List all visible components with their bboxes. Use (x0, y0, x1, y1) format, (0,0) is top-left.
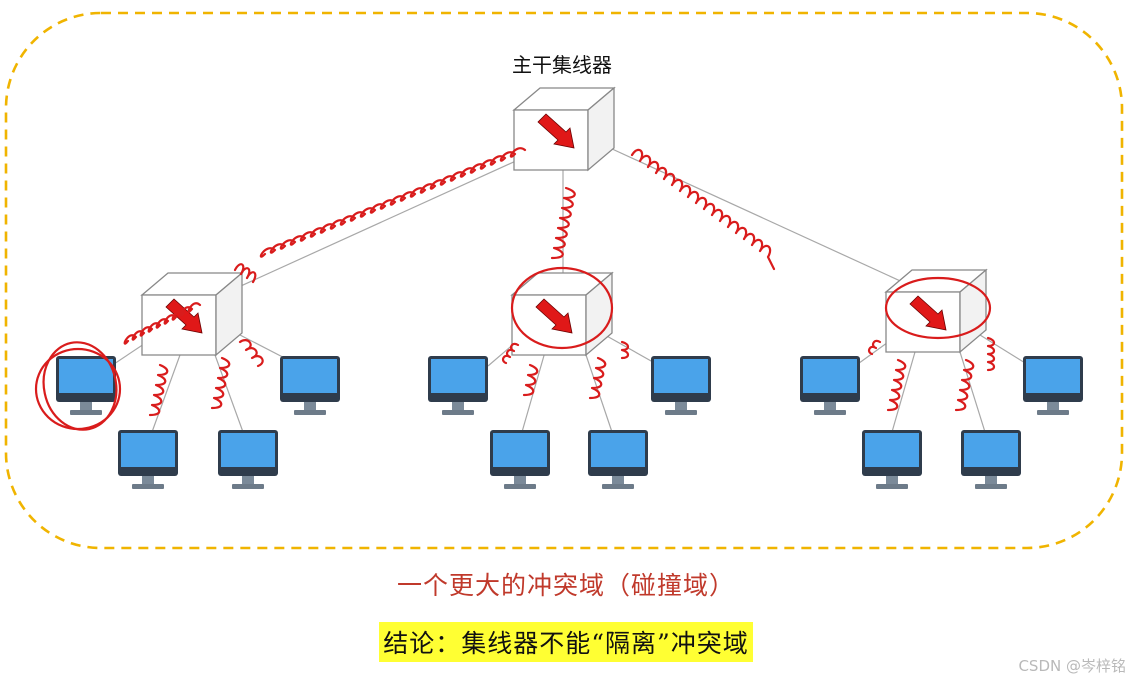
computer-icon (961, 430, 1021, 489)
computer-icon (428, 356, 488, 415)
hub-left (141, 272, 243, 356)
computer-icon (800, 356, 860, 415)
computer-icon (588, 430, 648, 489)
computer-icon (651, 356, 711, 415)
hub-right (885, 269, 987, 353)
hub-middle (511, 272, 613, 356)
computers (56, 356, 1083, 489)
watermark: CSDN @岑梓铭 (1018, 657, 1126, 675)
signal-annotations (34, 147, 996, 431)
computer-icon (862, 430, 922, 489)
computer-icon (1023, 356, 1083, 415)
backbone-hub-label: 主干集线器 (512, 53, 612, 77)
network-links (107, 147, 1031, 433)
collision-domain-caption: 一个更大的冲突域（碰撞域） (396, 571, 735, 600)
computer-icon (118, 430, 178, 489)
computer-icon (218, 430, 278, 489)
backbone-hub (513, 87, 615, 171)
conclusion-text: 结论：集线器不能“隔离”冲突域 (379, 622, 753, 662)
computer-icon (490, 430, 550, 489)
collision-domain-boundary (4, 11, 1124, 550)
computer-icon (56, 356, 116, 415)
computer-icon (280, 356, 340, 415)
